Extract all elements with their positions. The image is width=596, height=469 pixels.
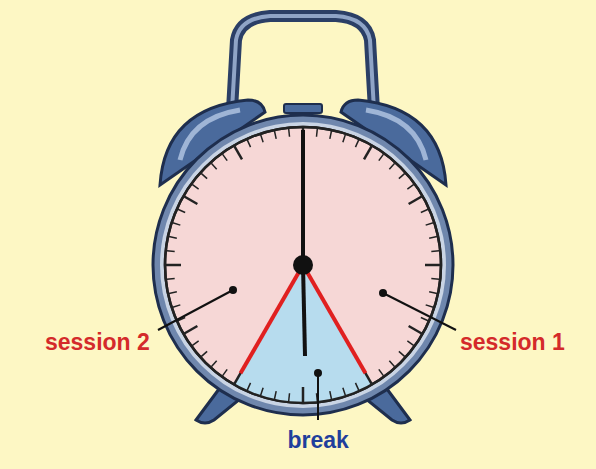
minute-tick xyxy=(275,391,277,399)
minute-tick xyxy=(261,135,263,143)
clock-face xyxy=(165,127,441,403)
minute-tick xyxy=(429,237,437,239)
minute-tick xyxy=(184,197,197,205)
clock-rim-inner xyxy=(160,122,446,408)
minute-tick xyxy=(407,184,413,189)
minute-tick xyxy=(389,163,394,169)
minute-tick xyxy=(429,292,437,294)
minute-tick xyxy=(275,131,277,139)
minute-tick xyxy=(302,387,305,402)
minute-tick xyxy=(399,173,405,178)
minute-tick xyxy=(330,131,332,139)
leader-line xyxy=(317,373,319,420)
minute-tick xyxy=(399,351,405,356)
minute-tick xyxy=(425,264,440,267)
minute-tick xyxy=(222,369,227,375)
minute-tick xyxy=(421,317,428,320)
minute-tick xyxy=(409,326,422,334)
minute-tick xyxy=(426,305,434,307)
minute-hand xyxy=(301,130,305,265)
minute-tick xyxy=(169,237,177,239)
minute-tick xyxy=(407,341,413,346)
minute-tick xyxy=(343,135,345,143)
break-sector xyxy=(234,265,372,403)
minute-tick xyxy=(330,391,332,399)
minute-tick xyxy=(288,393,290,401)
minute-tick xyxy=(192,184,198,189)
part-label: break xyxy=(288,429,349,452)
minute-tick xyxy=(379,154,384,160)
minute-tick xyxy=(166,264,181,267)
minute-tick xyxy=(222,154,227,160)
minute-tick xyxy=(173,223,181,225)
leader-line xyxy=(158,290,233,330)
minute-tick xyxy=(316,129,318,137)
minute-ticks xyxy=(166,128,440,402)
hour-hand xyxy=(303,265,305,356)
minute-tick xyxy=(421,209,428,212)
minute-tick xyxy=(247,140,250,147)
minute-tick xyxy=(261,388,263,396)
minute-tick xyxy=(184,326,197,334)
minute-tick xyxy=(288,129,290,137)
minute-tick xyxy=(173,305,181,307)
minute-tick xyxy=(389,361,394,367)
minute-tick xyxy=(201,173,207,178)
minute-tick xyxy=(192,341,198,346)
minute-tick xyxy=(167,278,175,280)
clock-face-border xyxy=(165,127,441,403)
minute-tick xyxy=(431,250,439,252)
clock-rim xyxy=(153,115,453,415)
minute-tick xyxy=(426,223,434,225)
minute-tick xyxy=(169,292,177,294)
part-label: session 1 xyxy=(460,331,565,354)
minute-tick xyxy=(201,351,207,356)
minute-tick xyxy=(211,163,216,169)
minute-tick xyxy=(355,383,358,390)
session-boundary xyxy=(241,265,304,373)
minute-tick xyxy=(431,278,439,280)
minute-tick xyxy=(364,146,372,159)
part-label: session 2 xyxy=(45,331,150,354)
minute-tick xyxy=(235,146,243,159)
minute-tick xyxy=(247,383,250,390)
hand-pivot xyxy=(293,255,313,275)
session-boundary xyxy=(303,265,366,373)
minute-tick xyxy=(343,388,345,396)
minute-tick xyxy=(355,140,358,147)
clock-handle-shine xyxy=(232,16,374,110)
minute-tick xyxy=(178,209,185,212)
minute-tick xyxy=(409,197,422,205)
leader-line xyxy=(383,293,456,330)
clock-button xyxy=(284,104,322,113)
minute-tick xyxy=(211,361,216,367)
minute-tick xyxy=(167,250,175,252)
clock-handle xyxy=(232,16,374,110)
minute-tick xyxy=(379,369,384,375)
